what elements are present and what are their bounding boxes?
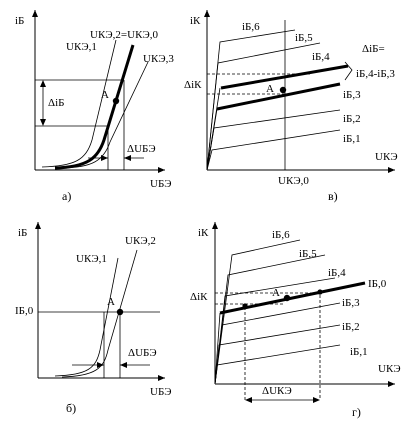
panel-d-curve-ib5	[214, 254, 326, 385]
panel-d-label-ib4: iБ,4	[328, 267, 346, 279]
panel-b-label-ib5: iБ,5	[295, 32, 313, 44]
panel-b-label-ib2: iБ,2	[343, 113, 361, 125]
panel-b-x-label: UКЭ	[375, 151, 398, 163]
panel-c-curve-uke1	[54, 257, 119, 377]
panel-c-point-label: A	[107, 296, 115, 308]
panel-d-caption: г)	[352, 405, 361, 419]
panel-d-delta-u-arrowhead-right	[313, 397, 320, 403]
panel-d-point-right	[317, 289, 323, 295]
panel-d-label-ib6: iБ,6	[272, 229, 290, 241]
panel-d-x-label: UКЭ	[378, 363, 401, 375]
panel-b-label-ib1: iБ,1	[343, 133, 361, 145]
panel-d-output-characteristics: iК UКЭ ΔiК ΔUКЭ iБ,6 iБ,5 iБ,4 IБ,0 iБ,3…	[190, 222, 401, 419]
panel-a-x-label: UБЭ	[150, 178, 172, 190]
panel-d-label-ib2: iБ,2	[342, 321, 360, 333]
panel-b-curve-ib5	[206, 42, 321, 171]
panel-d-curve-ib6	[214, 239, 301, 385]
panel-d-delta-u-arrowhead-left	[245, 397, 252, 403]
panel-b-delta-i-label: ΔiК	[184, 79, 202, 91]
panel-d-point-left	[242, 303, 248, 309]
panel-b-note-2: iБ,4-iБ,3	[356, 68, 395, 80]
panel-d-y-label: iК	[198, 227, 209, 239]
panel-a-curve3-label: UКЭ,3	[143, 53, 174, 65]
panel-d-curve-ib1	[214, 344, 341, 385]
panel-b-note-1: ΔiБ=	[362, 43, 385, 55]
panel-d-curve-ib2	[214, 324, 341, 385]
panel-a-curve-uke1	[41, 39, 117, 168]
panel-a-operating-point	[112, 97, 120, 105]
panel-d-delta-i-label: ΔiК	[190, 291, 208, 303]
panel-d-operating-point	[283, 294, 291, 302]
panel-b-point-label: A	[266, 83, 274, 95]
panel-b-operating-point	[279, 86, 287, 94]
panel-b-label-ib3: iБ,3	[343, 89, 361, 101]
panel-a-y-label: iБ	[15, 15, 24, 27]
panel-b-label-ib4: iБ,4	[312, 51, 330, 63]
panel-c-ib0-label: IБ,0	[15, 305, 34, 317]
panel-b-curve-ib2	[206, 109, 341, 171]
panel-c-curve1-label: UКЭ,1	[76, 253, 107, 265]
panel-a-curve2-label: UКЭ,2=UКЭ,0	[90, 29, 159, 41]
panel-c-curve-uke2	[61, 249, 138, 378]
panel-b-output-characteristics: iК UКЭ ΔiК UКЭ,0 iБ,6 iБ,5 iБ,4 iБ,3 iБ,…	[184, 10, 398, 203]
panel-c-x-label: UБЭ	[150, 386, 172, 398]
panel-b-curve-ib4	[220, 64, 349, 90]
panel-a-curve-uke3	[59, 61, 149, 169]
panel-a-curve-uke2	[54, 44, 135, 170]
panel-c-curve2-label: UКЭ,2	[125, 235, 156, 247]
panel-d-label-ib5: iБ,5	[299, 248, 317, 260]
panel-d-label-ib0: IБ,0	[368, 278, 387, 290]
panel-d-curve-ib3	[214, 302, 341, 385]
panel-d-point-label: A	[272, 287, 280, 299]
panel-b-brace	[344, 61, 353, 81]
panel-b-curve-ib1	[206, 129, 341, 171]
panel-a-caption: а)	[62, 189, 71, 203]
panel-a-delta-i-arrowhead-up	[40, 80, 46, 87]
panel-d-label-ib1: iБ,1	[350, 346, 368, 358]
panel-b-caption: в)	[328, 189, 338, 203]
panel-c-caption: б)	[66, 401, 76, 415]
panel-a-delta-u-label: ΔUБЭ	[127, 143, 156, 155]
panel-d-label-ib3: iБ,3	[342, 297, 360, 309]
panel-a-curve1-label: UКЭ,1	[66, 41, 97, 53]
panel-c-delta-u-label: ΔUБЭ	[128, 347, 157, 359]
panel-a-delta-i-label: ΔiБ	[48, 97, 64, 109]
panel-c-operating-point	[116, 308, 124, 316]
panel-c-y-label: iБ	[18, 227, 27, 239]
panel-b-curve-ib3	[216, 82, 341, 111]
panel-c-input-characteristics: iБ UБЭ IБ,0 ΔUБЭ UКЭ,1 UКЭ,2 A б)	[15, 222, 172, 415]
panel-b-label-ib6: iБ,6	[242, 21, 260, 33]
panel-b-y-label: iК	[190, 15, 201, 27]
panel-b-uke0-label: UКЭ,0	[278, 175, 309, 187]
panel-a-point-label: A	[101, 89, 109, 101]
panel-d-delta-u-label: ΔUКЭ	[262, 385, 292, 397]
panel-a-delta-i-arrowhead-down	[40, 119, 46, 126]
panel-a-input-characteristics: iБ UБЭ ΔiБ ΔUБЭ UКЭ,1 UКЭ,2=UКЭ,0 UКЭ,3 …	[15, 10, 174, 203]
